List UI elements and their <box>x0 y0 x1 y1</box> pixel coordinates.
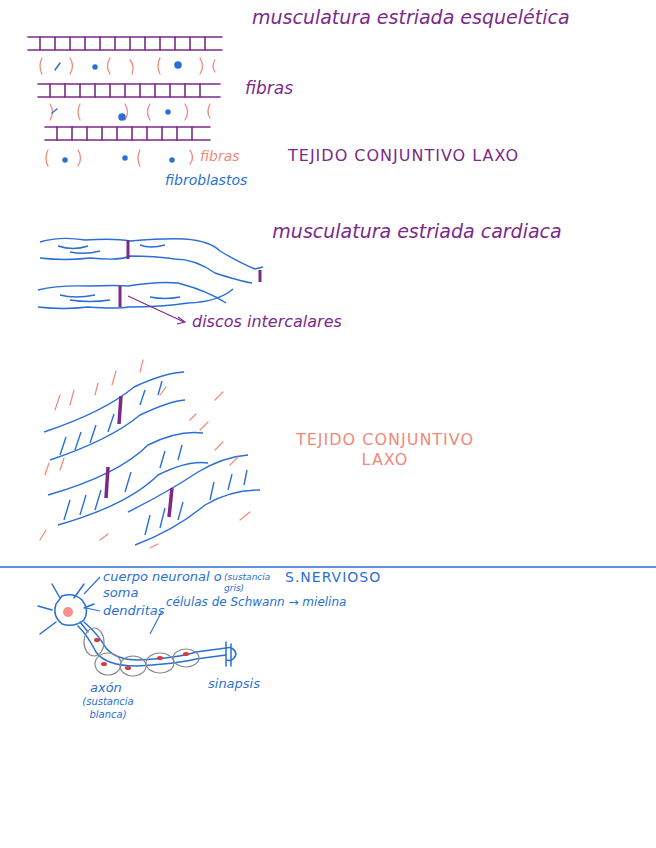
connective-fibers <box>40 360 250 548</box>
part-label: axón <box>90 680 122 696</box>
tissue-label: TEJIDO CONJUNTIVO LAXO <box>288 146 519 166</box>
leader-line <box>128 296 185 324</box>
section-divider <box>0 566 656 568</box>
note-label: (sustancia gris) <box>224 572 276 595</box>
part-label: fibras <box>200 148 240 166</box>
part-label: fibras <box>245 78 293 99</box>
skeletal-muscle <box>28 37 222 140</box>
part-label: sinapsis <box>208 676 260 692</box>
part-label: discos intercalares <box>192 312 342 332</box>
intercalated-discs <box>120 240 260 307</box>
nucleus <box>63 607 73 617</box>
fibroblasts <box>52 62 181 162</box>
tissue-label: TEJIDO CONJUNTIVO LAXO <box>275 430 495 470</box>
intercalated-discs <box>106 396 172 517</box>
title-label: musculatura estriada esquelética <box>252 6 572 30</box>
cardiac-muscle <box>38 238 263 308</box>
section-label: S.NERVIOSO <box>285 569 381 587</box>
part-label: fibroblastos <box>165 172 247 190</box>
part-label: células de Schwann → mielina <box>166 595 346 610</box>
title-label: musculatura estriada cardiaca <box>262 220 572 244</box>
part-label: dendritas <box>103 603 165 619</box>
cardiac-fibers-section <box>44 372 260 545</box>
note-label: (sustancia blanca) <box>76 696 140 721</box>
schwann-nuclei <box>94 638 189 670</box>
schwann-cells <box>84 628 199 676</box>
connective-fibers <box>40 58 215 166</box>
